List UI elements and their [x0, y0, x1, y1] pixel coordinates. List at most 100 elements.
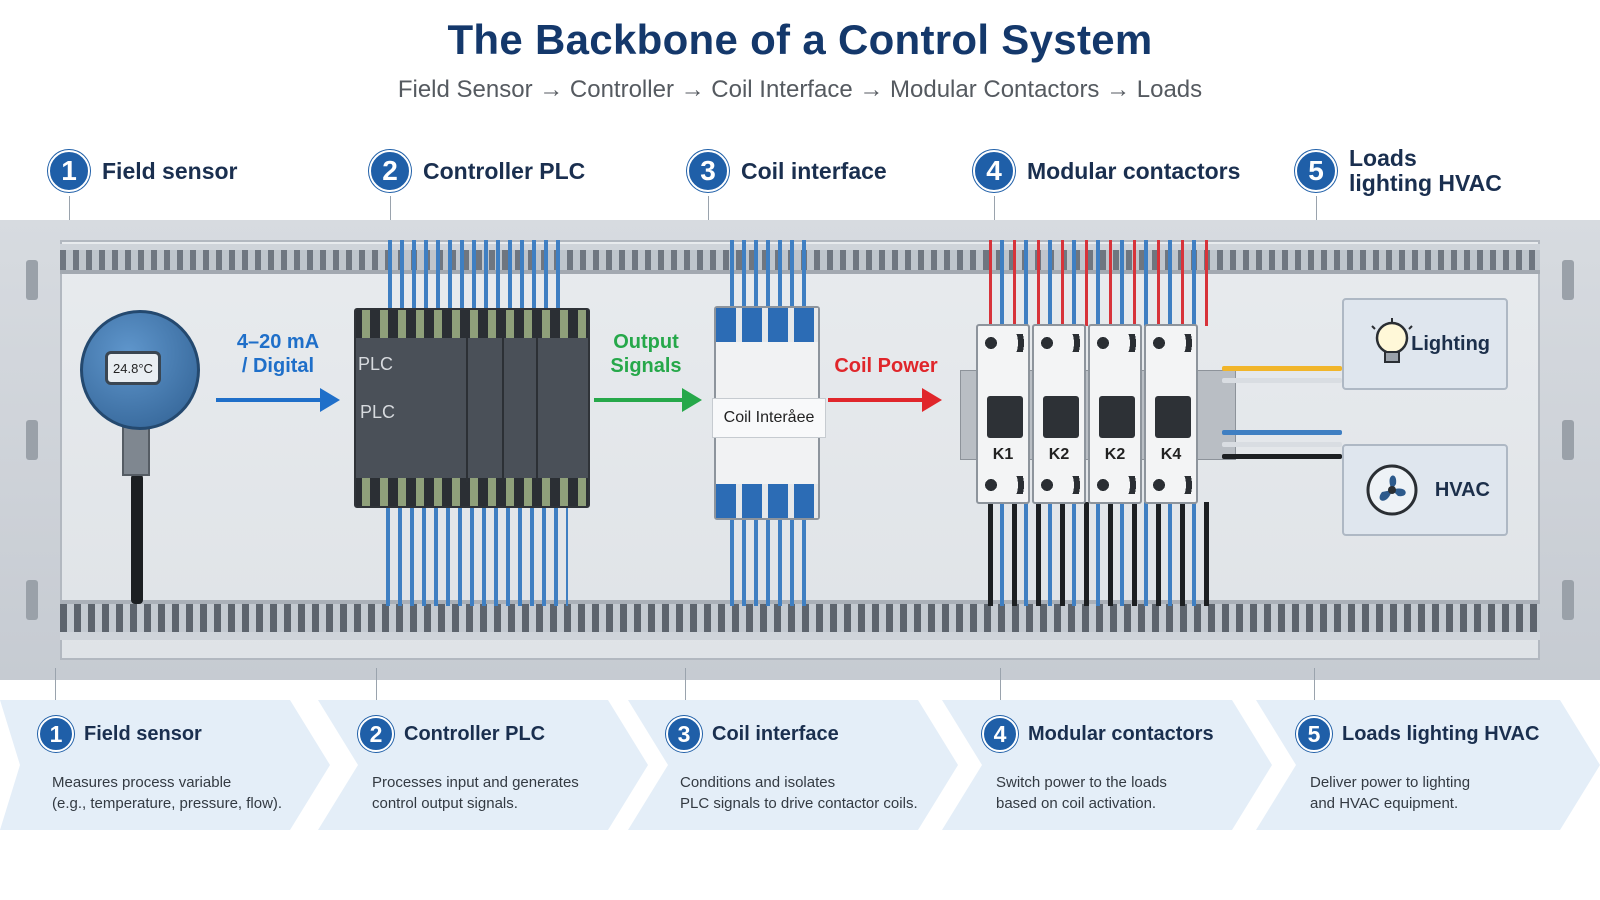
step-card-label: Loads lighting HVAC: [1342, 722, 1540, 745]
step-card-title: 2 Controller PLC: [358, 716, 545, 752]
flow-label-line: 4–20 mA: [236, 331, 320, 353]
step-label: Field sensor: [102, 157, 238, 184]
contactor-screws: [1146, 334, 1196, 352]
step-card-description: Measures process variable (e.g., tempera…: [52, 774, 283, 812]
plc-bottom-wires: [378, 506, 568, 606]
contactor-screws: [978, 334, 1028, 352]
contactor-label: K2: [1048, 446, 1070, 463]
step-card-label: Modular contactors: [1028, 722, 1214, 745]
signal-flow-label: 4–20 mA / Digital: [222, 330, 334, 378]
coil-bottom-wires: [722, 518, 812, 606]
flow-label-line: / Digital: [241, 355, 315, 377]
contactor-switch: [987, 396, 1023, 438]
step-label: Coil interface: [741, 157, 887, 184]
hvac-cable: [1222, 454, 1342, 459]
flow-label-line: Signals: [610, 355, 682, 377]
contactor-top-wires: [980, 240, 1210, 326]
plc-module-divider: [466, 338, 468, 482]
hvac-cable: [1222, 430, 1342, 435]
chevron-shape: [0, 700, 330, 830]
connector-tick: [69, 196, 70, 220]
step-number-badge: 3: [666, 716, 702, 752]
connector-tick: [1316, 196, 1317, 220]
top-step-5: 5 Loads lighting HVAC: [1295, 146, 1502, 196]
step-label-line-2: lighting HVAC: [1349, 170, 1502, 196]
contactor-switch: [1099, 396, 1135, 438]
power-arrow-head: [922, 388, 942, 412]
chevron-shape: [318, 700, 648, 830]
step-card-description: Deliver power to lighting and HVAC equip…: [1310, 774, 1471, 812]
step-card-title: 1 Field sensor: [38, 716, 202, 752]
flow-label-line: Output: [613, 331, 679, 353]
step-card-label: Coil interface: [712, 722, 839, 745]
top-step-3: 3 Coil interface: [687, 150, 887, 192]
step-number-badge: 1: [38, 716, 74, 752]
lighting-label: Lighting: [1411, 332, 1490, 355]
sensor-cable: [131, 474, 143, 604]
step-card-2: 2 Controller PLC Processes input and gen…: [318, 700, 648, 830]
step-card-description: Switch power to the loads based on coil …: [996, 774, 1167, 812]
step-label: Modular contactors: [1027, 157, 1241, 184]
output-flow-label: Output Signals: [600, 330, 692, 378]
sensor-display: 24.8°C: [105, 351, 161, 385]
top-step-4: 4 Modular contactors: [973, 150, 1240, 192]
step-card-label: Controller PLC: [404, 722, 546, 745]
connector-tick: [685, 668, 686, 700]
step-card-description: Conditions and isolates PLC signals to d…: [680, 774, 918, 812]
step-card-title: 3 Coil interface: [666, 716, 839, 752]
contactor-screws: [978, 476, 1028, 494]
coil-interface-label: Coil Interåee: [712, 398, 826, 438]
step-card-4: 4 Modular contactors Switch power to the…: [942, 700, 1272, 830]
contactor-switch: [1043, 396, 1079, 438]
page-subtitle: Field Sensor → Controller → Coil Interfa…: [397, 76, 1203, 103]
connector-tick: [376, 668, 377, 700]
hvac-cable: [1222, 442, 1342, 447]
step-label-line-1: Loads: [1349, 145, 1417, 171]
lighting-cable: [1222, 378, 1342, 383]
connector-tick: [1314, 668, 1315, 700]
step-label: Controller PLC: [423, 157, 586, 184]
contactor-k4: K4: [1144, 324, 1198, 504]
plc-module-divider: [536, 338, 538, 482]
coil-terminals-bottom: [716, 484, 818, 518]
step-number-badge: 4: [973, 150, 1015, 192]
chevron-shape: [1256, 700, 1600, 830]
connector-tick: [55, 668, 56, 700]
output-arrow-head: [682, 388, 702, 412]
connector-tick: [994, 196, 995, 220]
power-flow-label: Coil Power: [832, 354, 940, 378]
contactor-k2: K2: [1032, 324, 1086, 504]
plc-terminals-top: [356, 310, 588, 338]
top-step-1: 1 Field sensor: [48, 150, 237, 192]
field-sensor: 24.8°C: [80, 310, 200, 430]
contactor-screws: [1090, 476, 1140, 494]
plc-label: PLC: [360, 402, 396, 422]
flow-arrows: [216, 388, 942, 412]
hvac-load: HVAC: [1342, 444, 1508, 536]
chevron-shape: [628, 700, 958, 830]
plc-top-wires: [380, 240, 560, 310]
plc-terminals-bottom: [356, 478, 588, 506]
contactor-k1: K1: [976, 324, 1030, 504]
step-card-label: Field sensor: [84, 722, 202, 745]
flow-label-line: Coil Power: [834, 355, 938, 377]
step-label: Loads lighting HVAC: [1349, 146, 1502, 196]
plc-label: PLC: [358, 354, 394, 374]
contactor-bottom-wires: [980, 502, 1210, 606]
connector-tick: [390, 196, 391, 220]
top-step-2: 2 Controller PLC: [369, 150, 585, 192]
chevron-shape: [942, 700, 1272, 830]
step-number-badge: 5: [1295, 150, 1337, 192]
hvac-label: HVAC: [1434, 478, 1490, 501]
plc-controller: PLC PLC: [354, 308, 590, 508]
contactor-screws: [1034, 334, 1084, 352]
contactor-label: K1: [992, 446, 1014, 463]
step-card-description: Processes input and generates control ou…: [372, 774, 579, 812]
step-number-badge: 4: [982, 716, 1018, 752]
page-title: The Backbone of a Control System: [447, 16, 1153, 63]
plc-module-divider: [502, 338, 504, 482]
fan-icon: [1366, 464, 1418, 516]
hinge: [26, 580, 38, 620]
bulb-icon: [1371, 318, 1413, 363]
contactor-k3: K2: [1088, 324, 1142, 504]
